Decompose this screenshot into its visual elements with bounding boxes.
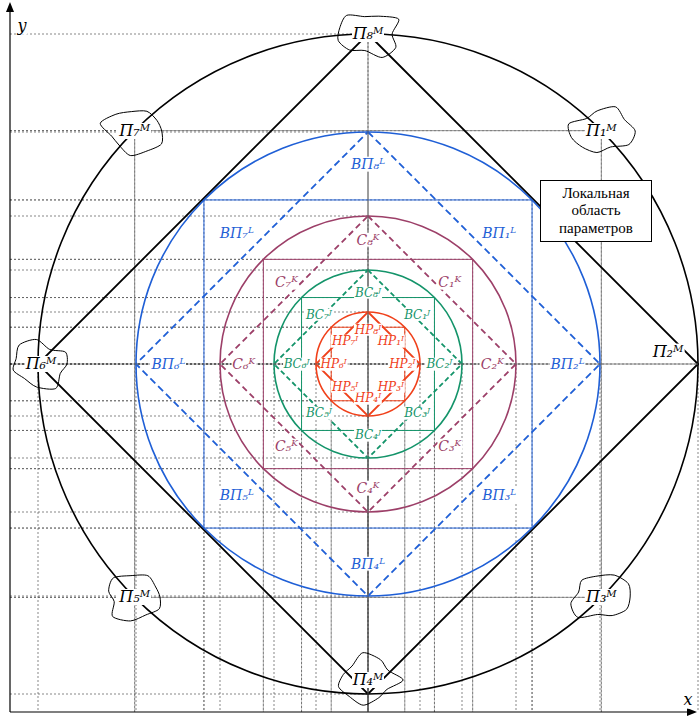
projection-line: [462, 364, 463, 712]
region-label: ВС₇ᴶ: [305, 309, 333, 322]
region-label: ВП₄ᴸ: [350, 556, 386, 571]
projection-line: [698, 364, 699, 712]
region-label: НР₇ᴵ: [331, 335, 359, 348]
region-label: ВП₃ᴸ: [481, 488, 517, 503]
axis-label: y: [16, 18, 27, 35]
projection-line: [10, 400, 331, 401]
projection-line: [10, 34, 368, 35]
parameter-cloud: П₁ᴹ: [564, 103, 638, 159]
region-label: С₁ᴷ: [437, 275, 462, 290]
projection-line: [10, 468, 263, 469]
region-label: ВС₂ᴶ: [426, 358, 454, 371]
axis-label: x: [682, 692, 693, 709]
region-label: ВП₈ᴸ: [350, 157, 386, 172]
note-box: Локальная область параметров: [540, 180, 652, 242]
projection-line: [368, 34, 369, 712]
parameter-cloud: П₃ᴹ: [564, 569, 638, 625]
cloud-shape: [571, 575, 630, 618]
region-label: П₁ᴹ: [585, 123, 618, 139]
region-label: П₇ᴹ: [118, 123, 151, 139]
cloud-shape: [338, 15, 399, 58]
cloud-shape: [108, 575, 160, 621]
region-label: ВП₇ᴸ: [219, 225, 255, 240]
region-label: П₄ᴹ: [352, 672, 385, 688]
cloud-shape: [100, 110, 162, 155]
cloud-shape: [338, 653, 403, 706]
region-label: П₂ᴹ: [652, 344, 685, 361]
parameter-cloud: П₈ᴹ: [331, 6, 405, 62]
region-label: С₅ᴷ: [274, 438, 299, 453]
region-shapes: [12, 34, 698, 712]
projection-line: [10, 297, 302, 298]
region-label: ВП₆ᴸ: [150, 357, 186, 372]
region-label: НР₁ᴵ: [377, 335, 405, 348]
cloud-shape: [13, 339, 67, 389]
projection-line: [10, 199, 204, 200]
region-label: ВП₅ᴸ: [219, 488, 255, 503]
region-label: НР₄ᴵ: [354, 392, 382, 405]
projection-line: [600, 364, 601, 712]
region-label: С₃ᴷ: [437, 438, 462, 453]
region-label: ВС₁ᴶ: [403, 309, 431, 322]
y-axis: [9, 6, 10, 712]
axes: [6, 2, 697, 716]
center-line: [12, 364, 698, 365]
x-axis: [10, 711, 694, 712]
center-line: [368, 34, 369, 712]
region-label: НР₈ᴵ: [354, 323, 382, 336]
region-label: НР₅ᴵ: [331, 381, 359, 394]
region-label: П₆ᴹ: [25, 356, 58, 372]
region-label: ВС₈ᴶ: [354, 286, 382, 299]
region-label: ВП₂ᴸ: [550, 357, 586, 372]
note-text: Локальная область параметров: [544, 185, 648, 237]
projection-line: [10, 528, 204, 529]
region-label: П₈ᴹ: [352, 26, 385, 42]
projection-line: [434, 430, 435, 712]
region-label: П₃ᴹ: [585, 589, 618, 605]
parameter-cloud: П₅ᴹ: [98, 569, 172, 625]
region-label: П₅ᴹ: [118, 589, 151, 605]
axis-arrow: [687, 708, 697, 716]
region-label: С₆ᴷ: [231, 357, 256, 372]
region-label: НР₆ᴵ: [320, 358, 348, 371]
parameter-cloud: П₄ᴹ: [331, 652, 405, 708]
parameter-cloud: П₆ᴹ: [4, 336, 78, 392]
axis-arrow: [6, 2, 14, 12]
projection-line: [10, 596, 368, 597]
region-label: С₈ᴷ: [356, 232, 381, 247]
region-label: ВС₅ᴶ: [305, 407, 333, 420]
projection-line: [10, 430, 302, 431]
projection-line: [10, 130, 135, 131]
projection-line: [10, 597, 135, 598]
projection-line: [10, 694, 368, 695]
parameter-cloud: П₇ᴹ: [98, 103, 172, 159]
cloud-shape: [568, 106, 635, 152]
region-label: ВС₄ᴶ: [354, 429, 382, 442]
projection-line: [10, 327, 331, 328]
region-label: С₂ᴷ: [480, 357, 505, 372]
projection-line: [10, 259, 263, 260]
projection-line: [10, 364, 698, 365]
region-label: ВС₆ᴶ: [283, 358, 311, 371]
projection-line: [10, 132, 368, 133]
projection-lines: [10, 34, 698, 712]
region-label: ВС₃ᴶ: [403, 407, 431, 420]
projection-line: [404, 401, 405, 712]
region-label: НР₂ᴵ: [388, 358, 416, 371]
region-label: С₇ᴷ: [274, 275, 299, 290]
region-label: ВП₁ᴸ: [481, 225, 517, 240]
projection-line: [532, 528, 533, 712]
region-label: С₄ᴷ: [356, 481, 381, 496]
